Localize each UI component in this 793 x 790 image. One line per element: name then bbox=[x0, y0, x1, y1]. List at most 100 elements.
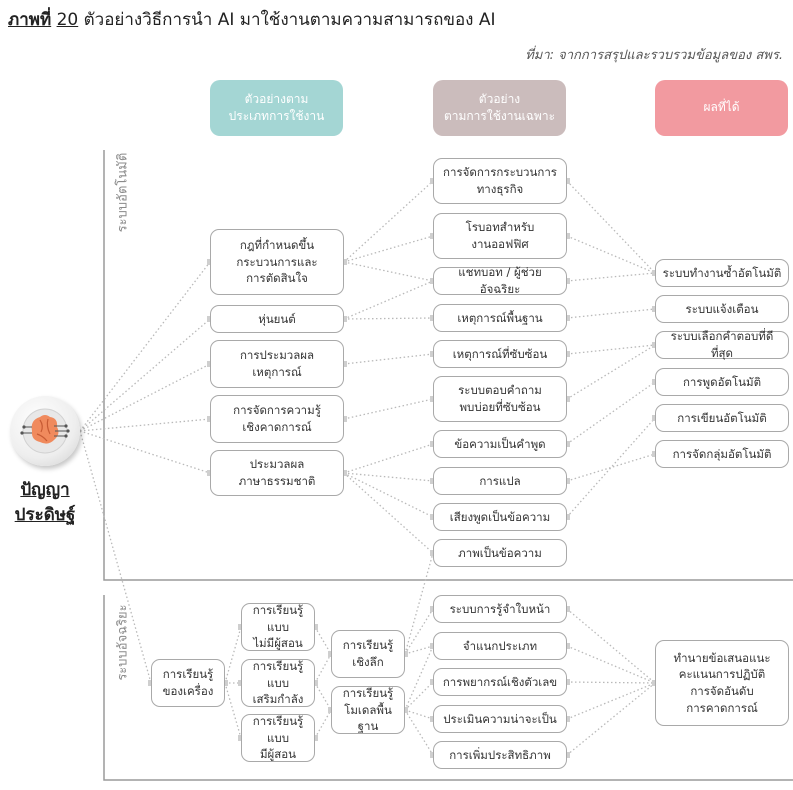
node-reinforcement-learning: การเรียนรู้แบบ เสริมกำลัง bbox=[241, 659, 315, 707]
connector-port bbox=[564, 478, 570, 484]
node-machine-learning: การเรียนรู้ ของเครื่อง bbox=[151, 659, 225, 707]
column-header-results: ผลที่ได้ bbox=[655, 80, 788, 136]
connector-port bbox=[564, 716, 570, 722]
node-translation: การแปล bbox=[433, 467, 567, 495]
connector-ai-nlp bbox=[79, 430, 211, 474]
ai-label-line2: ประดิษฐ์ bbox=[14, 504, 76, 525]
connector-port bbox=[564, 278, 570, 284]
connector-basicev-alert bbox=[566, 308, 656, 319]
node-business-process-management: การจัดการกระบวนการ ทางธุรกิจ bbox=[433, 158, 567, 204]
connector-s2t-autowrite bbox=[566, 417, 656, 518]
node-chatbot-assistant: แชทบอท / ผู้ช่วยอัจฉริยะ bbox=[433, 265, 567, 296]
figure-title-text: ตัวอย่างวิธีการนำ AI มาใช้งานตามความสามา… bbox=[83, 10, 496, 30]
connector-rl-basic bbox=[314, 682, 332, 711]
ai-brain-icon bbox=[10, 396, 80, 466]
connector-rl-deep bbox=[314, 653, 332, 684]
node-office-robot: โรบอทสำหรับ งานออฟฟิศ bbox=[433, 213, 567, 259]
column-header-usage-type: ตัวอย่างตาม ประเภทการใช้งาน bbox=[210, 80, 343, 136]
connector-port bbox=[564, 441, 570, 447]
connector-forecast-predict bbox=[566, 681, 656, 684]
connector-port bbox=[312, 624, 318, 630]
section-label-automation: ระบบอัตโนมัติ bbox=[115, 152, 131, 233]
connector-ai-robot bbox=[79, 318, 211, 432]
node-automatic-grouping: การจัดกลุ่มอัตโนมัติ bbox=[655, 440, 789, 468]
source-note: ที่มา: จากการสรุปและรวบรวมข้อมูลของ สพร. bbox=[525, 48, 783, 63]
node-robot: หุ่นยนต์ bbox=[210, 305, 344, 333]
node-classification: จำแนกประเภท bbox=[433, 632, 567, 660]
node-probability-estimation: ประเมินความน่าจะเป็น bbox=[433, 705, 567, 733]
connector-ai-rules bbox=[79, 261, 211, 432]
connector-bpm-autowork bbox=[566, 180, 656, 274]
connector-ml-sup bbox=[224, 682, 242, 739]
node-image-to-text: ภาพเป็นข้อความ bbox=[433, 539, 567, 567]
connector-ai-event bbox=[79, 363, 211, 432]
connector-nlp-trans bbox=[343, 472, 434, 482]
column-header-specific-use: ตัวอย่าง ตามการใช้งานเฉพาะ bbox=[433, 80, 566, 136]
section-label-intelligent: ระบบอัจฉริยะ bbox=[115, 604, 131, 681]
connector-port bbox=[402, 707, 408, 713]
node-complex-faq-system: ระบบตอบคำถาม พบบ่อยที่ซับซ้อน bbox=[433, 376, 567, 422]
connector-port bbox=[564, 233, 570, 239]
node-numeric-forecasting: การพยากรณ์เชิงตัวเลข bbox=[433, 668, 567, 696]
connector-port bbox=[341, 361, 347, 367]
node-event-processing: การประมวลผล เหตุการณ์ bbox=[210, 340, 344, 388]
connector-basic-prob bbox=[404, 709, 434, 720]
connector-port bbox=[564, 643, 570, 649]
connector-basic-forecast bbox=[404, 681, 434, 711]
connector-t2s-autospeak bbox=[566, 381, 656, 445]
connector-trans-autogroup bbox=[566, 453, 656, 482]
node-rules-processes-decisions: กฎที่กำหนดขึ้น กระบวนการและ การตัดสินใจ bbox=[210, 229, 344, 295]
connector-deep-recog bbox=[404, 608, 434, 655]
connector-optim-predict bbox=[566, 682, 656, 756]
figure-label: ภาพที่ bbox=[8, 10, 52, 30]
connector-ai-knowledge bbox=[79, 418, 211, 432]
connector-rules-office bbox=[343, 235, 434, 263]
connector-qa-bestans bbox=[566, 344, 656, 400]
figure-title: ภาพที่ 20 ตัวอย่างวิธีการนำ AI มาใช้งานต… bbox=[8, 6, 496, 33]
node-automatic-writing: การเขียนอัตโนมัติ bbox=[655, 404, 789, 432]
connector-port bbox=[341, 416, 347, 422]
node-complex-events: เหตุการณ์ที่ซับซ้อน bbox=[433, 340, 567, 368]
ai-label: ปัญญา ประดิษฐ์ bbox=[10, 478, 80, 527]
figure-number: 20 bbox=[56, 10, 79, 30]
connector-rules-chatbot bbox=[343, 261, 434, 282]
connector-port bbox=[222, 680, 228, 686]
node-best-answer-selection: ระบบเลือกคำตอบที่ดีที่สุด bbox=[655, 329, 789, 360]
node-speech-to-text: เสียงพูดเป็นข้อความ bbox=[433, 503, 567, 531]
connector-ml-unsup bbox=[224, 626, 242, 684]
connector-chatbot-autowork bbox=[566, 272, 656, 282]
node-basic-events: เหตุการณ์พื้นฐาน bbox=[433, 304, 567, 332]
node-prediction-outputs: ทำนายข้อเสนอแนะ คะแนนการปฏิบัติ การจัดอั… bbox=[655, 640, 789, 726]
node-natural-language-processing: ประมวลผล ภาษาธรรมชาติ bbox=[210, 450, 344, 496]
node-foundation-model-learning: การเรียนรู้ โมเดลพื้นฐาน bbox=[331, 686, 405, 734]
node-unsupervised-learning: การเรียนรู้แบบ ไม่มีผู้สอน bbox=[241, 603, 315, 651]
node-alert-system: ระบบแจ้งเตือน bbox=[655, 295, 789, 323]
connector-port bbox=[564, 315, 570, 321]
connector-prob-predict bbox=[566, 682, 656, 720]
connector-port bbox=[564, 679, 570, 685]
connector-rules-bpm bbox=[343, 180, 434, 263]
connector-port bbox=[402, 651, 408, 657]
connector-office-autowork bbox=[566, 235, 656, 274]
node-automated-repetitive-work: ระบบทำงานซ้ำอัตโนมัติ bbox=[655, 259, 789, 287]
connector-nlp-i2t bbox=[343, 472, 434, 554]
node-automatic-speech: การพูดอัตโนมัติ bbox=[655, 368, 789, 396]
connector-port bbox=[564, 606, 570, 612]
node-text-to-speech: ข้อความเป็นคำพูด bbox=[433, 430, 567, 458]
connector-basic-optim bbox=[404, 709, 434, 756]
connector-deep-i2t bbox=[404, 552, 434, 655]
connector-unsup-deep bbox=[314, 626, 332, 655]
connector-robot-chatbot bbox=[343, 280, 434, 320]
section-bracket-automation bbox=[103, 150, 793, 581]
node-optimization: การเพิ่มประสิทธิภาพ bbox=[433, 741, 567, 769]
ai-label-line1: ปัญญา bbox=[20, 480, 70, 500]
connector-basic-classify bbox=[404, 645, 434, 711]
circuit-brain-icon bbox=[20, 408, 70, 454]
connector-nlp-s2t bbox=[343, 472, 434, 518]
connector-port bbox=[312, 735, 318, 741]
connector-robot-basicev bbox=[343, 317, 434, 320]
connector-knowledge-qa bbox=[343, 398, 434, 420]
connector-complexev-bestans bbox=[566, 344, 656, 355]
connector-recog-predict bbox=[566, 608, 656, 684]
node-deep-learning: การเรียนรู้ เชิงลึก bbox=[331, 630, 405, 678]
